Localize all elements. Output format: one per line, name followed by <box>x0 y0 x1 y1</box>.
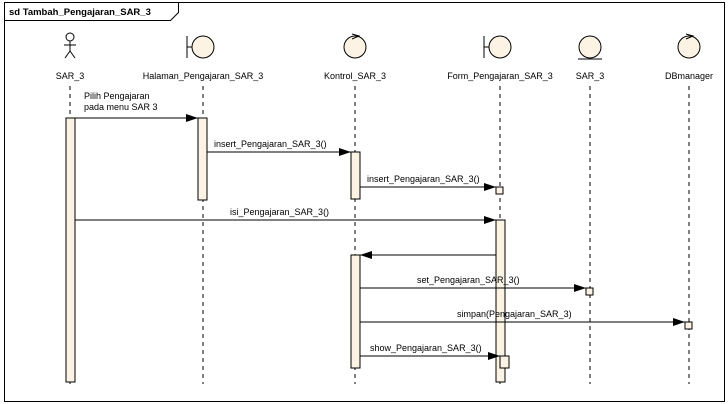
lifeline-label-sar3: SAR_3 <box>576 71 605 81</box>
lifeline-label-halaman: Halaman_Pengajaran_SAR_3 <box>143 71 264 81</box>
message-show-pengajaran: show_Pengajaran_SAR_3() <box>360 343 500 360</box>
activation-bar <box>585 287 594 296</box>
control-icon <box>677 33 701 59</box>
lifeline-label-dbmanager: DBmanager <box>665 71 713 81</box>
message-label: pada menu SAR 3 <box>84 102 158 112</box>
activation-bar <box>350 151 361 200</box>
activation-bar <box>684 321 693 330</box>
message-label: isi_Pengajaran_SAR_3() <box>230 207 329 217</box>
boundary-icon <box>483 35 512 59</box>
message-return-to-kontrol <box>360 251 496 259</box>
message-label: simpan(Pengajaran_SAR_3) <box>457 309 572 319</box>
message-label: insert_Pengajaran_SAR_3() <box>367 174 480 184</box>
frame-title-tab <box>4 2 179 21</box>
activation-bar <box>495 219 506 383</box>
lifeline-label-form: Form_Pengajaran_SAR_3 <box>447 71 553 81</box>
diagram-frame <box>4 2 725 402</box>
message-pilih-pengajaran: Pilih Pengajaran pada menu SAR 3 <box>75 91 198 122</box>
message-label: show_Pengajaran_SAR_3() <box>370 343 482 353</box>
message-set-pengajaran: set_Pengajaran_SAR_3() <box>360 275 586 292</box>
control-icon <box>343 33 367 59</box>
boundary-icon <box>186 35 215 59</box>
message-insert-to-form: insert_Pengajaran_SAR_3() <box>360 174 496 191</box>
lifeline-label-kontrol: Kontrol_SAR_3 <box>324 71 386 81</box>
message-label: set_Pengajaran_SAR_3() <box>417 275 520 285</box>
entity-icon <box>578 35 602 60</box>
activation-bar <box>499 355 510 369</box>
activation-bar <box>65 117 76 383</box>
message-insert-to-kontrol: insert_Pengajaran_SAR_3() <box>207 139 351 156</box>
frame-title: sd Tambah_Pengajaran_SAR_3 <box>9 7 151 18</box>
message-label: insert_Pengajaran_SAR_3() <box>214 139 327 149</box>
activation-bar <box>495 186 504 195</box>
activation-bar <box>197 117 208 201</box>
lifeline-label-actor: SAR_3 <box>56 71 85 81</box>
actor-icon <box>64 32 76 59</box>
message-label: Pilih Pengajaran <box>84 91 150 101</box>
message-simpan: simpan(Pengajaran_SAR_3) <box>360 309 685 326</box>
activation-bar <box>350 254 361 369</box>
message-isi-pengajaran: isi_Pengajaran_SAR_3() <box>75 207 496 224</box>
